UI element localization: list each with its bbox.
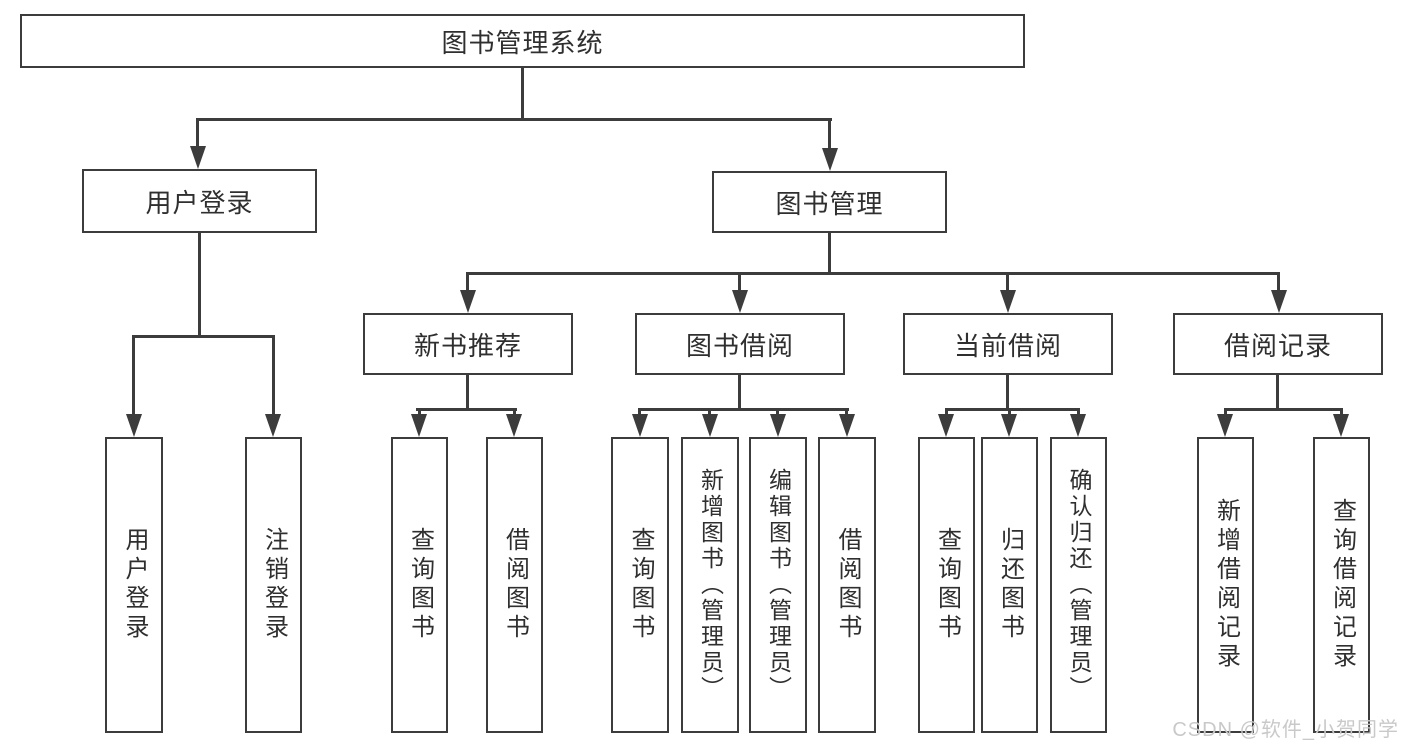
arrow-down-icon [411, 414, 427, 437]
arrow-down-icon [938, 414, 954, 437]
leaf-add-borrow-record: 新增借阅记录 [1197, 437, 1254, 733]
connector-line [945, 408, 1080, 411]
connector-line [272, 335, 275, 414]
connector-line [828, 118, 831, 148]
arrow-down-icon [506, 414, 522, 437]
node-borrowing-records: 借阅记录 [1173, 313, 1383, 375]
leaf-add-books-admin: 新增图书（管理员） [681, 437, 739, 733]
connector-line [708, 408, 711, 414]
arrow-down-icon [839, 414, 855, 437]
leaf-confirm-return-admin: 确认归还（管理员） [1050, 437, 1107, 733]
arrow-down-icon [1070, 414, 1086, 437]
connector-line [1224, 408, 1343, 411]
connector-line [1340, 408, 1343, 414]
connector-line [845, 408, 848, 414]
arrow-down-icon [460, 290, 476, 313]
connector-line [132, 335, 275, 338]
connector-line [513, 408, 516, 414]
connector-line [466, 375, 469, 409]
arrow-down-icon [1217, 414, 1233, 437]
leaf-user-login: 用户登录 [105, 437, 163, 733]
node-library-management-system: 图书管理系统 [20, 14, 1025, 68]
connector-line [1277, 272, 1280, 290]
node-book-management: 图书管理 [712, 171, 947, 233]
connector-line [1224, 408, 1227, 414]
connector-line [738, 272, 741, 290]
leaf-return-books: 归还图书 [981, 437, 1038, 733]
connector-line [416, 408, 517, 411]
leaf-edit-books-admin: 编辑图书（管理员） [749, 437, 807, 733]
node-user-login: 用户登录 [82, 169, 317, 233]
arrow-down-icon [702, 414, 718, 437]
arrow-down-icon [1333, 414, 1349, 437]
connector-line [738, 375, 741, 408]
node-book-borrowing: 图书借阅 [635, 313, 845, 375]
arrow-down-icon [1001, 414, 1017, 437]
leaf-query-borrow-record: 查询借阅记录 [1313, 437, 1370, 733]
connector-line [196, 118, 832, 121]
connector-line [196, 118, 199, 146]
arrow-down-icon [732, 290, 748, 313]
connector-line [198, 233, 201, 335]
connector-line [521, 68, 524, 118]
connector-line [638, 408, 641, 414]
connector-line [945, 408, 948, 414]
connector-line [776, 408, 779, 414]
connector-line [638, 408, 849, 411]
connector-line [466, 272, 1280, 275]
connector-line [828, 233, 831, 273]
connector-line [1276, 375, 1279, 408]
connector-line [1006, 272, 1009, 290]
connector-line [1006, 375, 1009, 408]
arrow-down-icon [126, 414, 142, 437]
connector-line [418, 408, 421, 414]
leaf-query-books-recommend: 查询图书 [391, 437, 448, 733]
arrow-down-icon [1000, 290, 1016, 313]
leaf-logout: 注销登录 [245, 437, 302, 733]
watermark: CSDN @软件_小贺同学 [1172, 719, 1399, 741]
connector-line [1008, 408, 1011, 414]
arrow-down-icon [265, 414, 281, 437]
arrow-down-icon [1271, 290, 1287, 313]
arrow-down-icon [822, 148, 838, 171]
leaf-query-books-current: 查询图书 [918, 437, 975, 733]
leaf-query-books-borrowing: 查询图书 [611, 437, 669, 733]
node-current-borrowing: 当前借阅 [903, 313, 1113, 375]
arrow-down-icon [770, 414, 786, 437]
arrow-down-icon [632, 414, 648, 437]
leaf-borrow-books-recommend: 借阅图书 [486, 437, 543, 733]
node-new-book-recommendation: 新书推荐 [363, 313, 573, 375]
leaf-borrow-books-borrowing: 借阅图书 [818, 437, 876, 733]
connector-line [1077, 408, 1080, 414]
arrow-down-icon [190, 146, 206, 169]
connector-line [132, 335, 135, 414]
connector-line [466, 272, 469, 290]
